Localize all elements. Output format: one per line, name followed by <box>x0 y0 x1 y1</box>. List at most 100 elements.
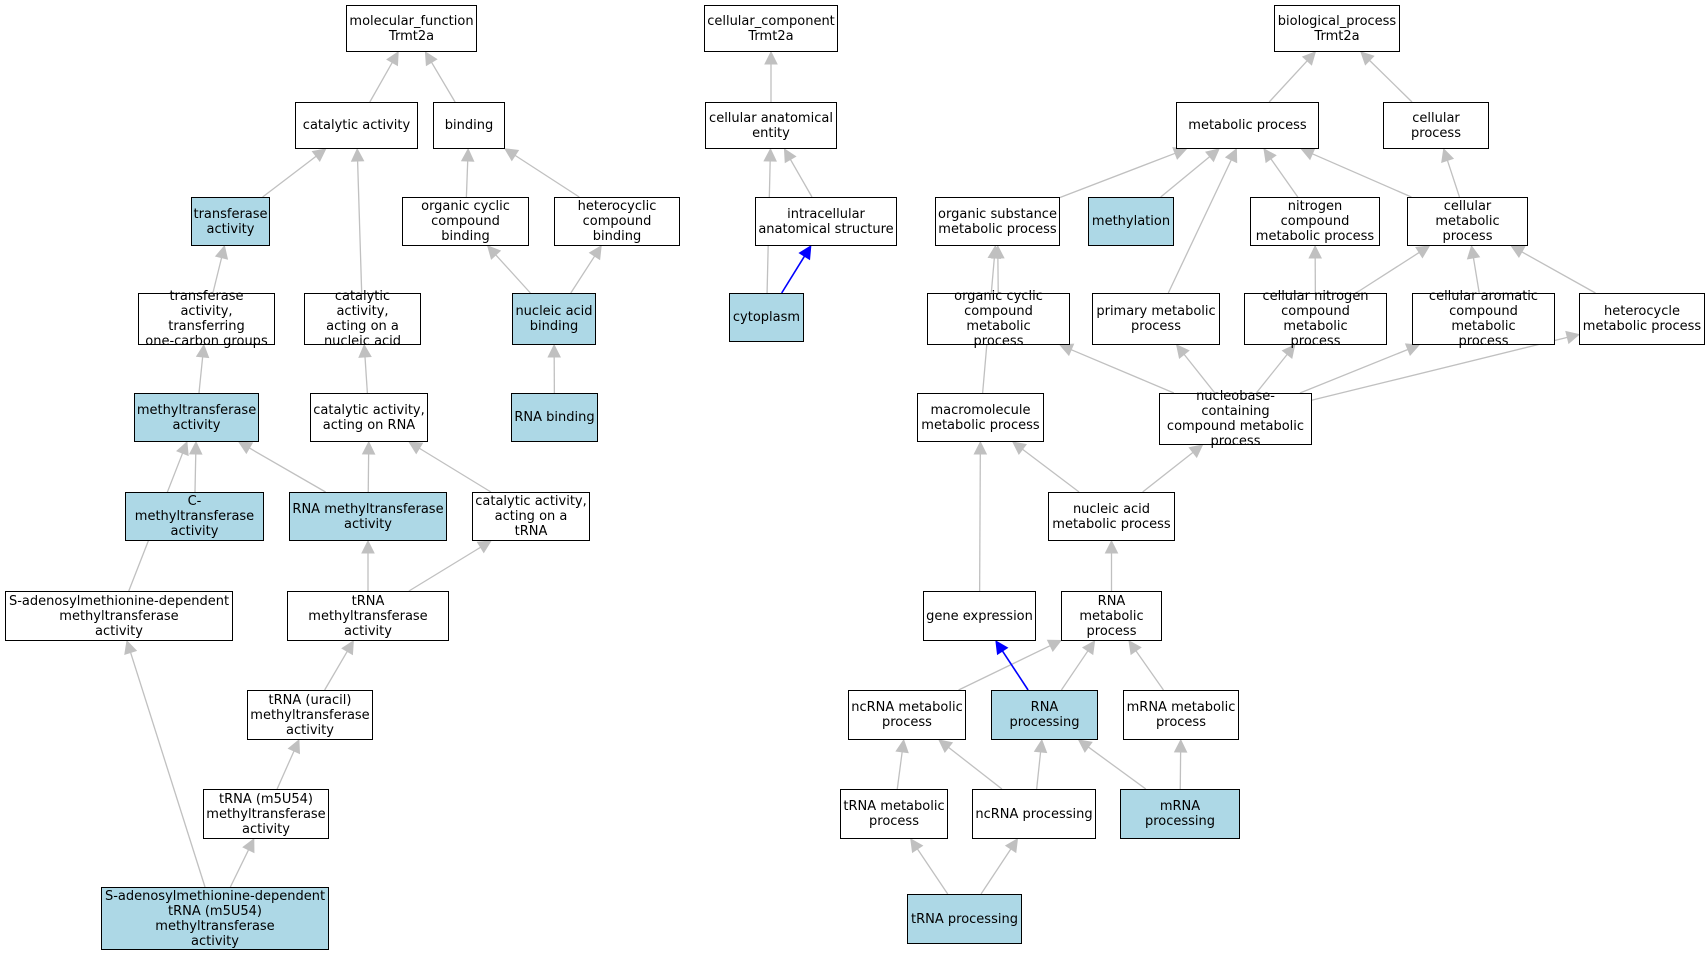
edge-line <box>418 447 492 493</box>
edge-line <box>1521 251 1596 294</box>
go-term-node-nucleic-acid-binding[interactable]: nucleic acid binding <box>512 293 596 345</box>
go-term-node-mrna-metabolic-process[interactable]: mRNA metabolic process <box>1123 690 1239 740</box>
edge-rnaproc-to-ge <box>995 640 1029 691</box>
go-term-node-methylation[interactable]: methylation <box>1088 197 1174 246</box>
edge-arrowhead <box>895 738 909 754</box>
go-term-node-macromolecule-metabolic-process[interactable]: macromolecule metabolic process <box>917 393 1044 442</box>
go-term-node-rna-methyltransferase-activity[interactable]: RNA methyltransferase activity <box>289 492 447 541</box>
edge-cmp-to-cp <box>1441 147 1461 198</box>
go-term-node-trna-metabolic-process[interactable]: tRNA metabolic process <box>840 789 948 839</box>
edge-line <box>1369 59 1413 103</box>
go-term-node-cellular-process[interactable]: cellular process <box>1383 102 1489 149</box>
edge-line <box>514 154 580 198</box>
go-term-node-catalytic-activity-acting-on-a-nucleic-acid[interactable]: catalytic activity, acting on a nucleic … <box>304 289 421 349</box>
edge-arrowhead <box>1081 640 1096 656</box>
edge-arrowhead <box>1004 838 1019 854</box>
go-term-node-trna-methyltransferase-activity[interactable]: tRNA methyltransferase activity <box>287 591 449 641</box>
go-term-node-biological-process-trmt2a[interactable]: biological_process Trmt2a <box>1274 5 1400 52</box>
go-term-node-primary-metabolic-process[interactable]: primary metabolic process <box>1092 293 1220 345</box>
edge-cmt-to-mta <box>188 440 203 493</box>
edge-bind-to-mf <box>424 51 456 103</box>
edge-line <box>495 254 531 294</box>
edge-arrowhead <box>358 343 372 358</box>
go-term-node-binding[interactable]: binding <box>433 102 505 149</box>
go-term-node-cellular-aromatic-compound-metabolic-process[interactable]: cellular aromatic compound metabolic pro… <box>1412 289 1555 349</box>
edge-arrowhead <box>1224 147 1238 164</box>
edge-line <box>1088 746 1147 790</box>
edge-line <box>1001 650 1029 691</box>
go-term-node-catalytic-activity-acting-on-rna[interactable]: catalytic activity, acting on RNA <box>310 393 428 442</box>
edge-mrnaproc-to-rnaproc <box>1077 739 1147 790</box>
go-term-node-catalytic-activity[interactable]: catalytic activity <box>295 102 418 149</box>
go-term-node-ncrna-metabolic-process[interactable]: ncRNA metabolic process <box>848 690 966 740</box>
go-term-node-heterocyclic-compound-binding[interactable]: heterocyclic compound binding <box>554 197 680 246</box>
edge-arrowhead <box>938 739 954 754</box>
go-term-node-c-methyltransferase-activity[interactable]: C-methyltransferase activity <box>125 492 264 541</box>
edge-arrowhead <box>424 51 438 67</box>
go-term-node-rna-binding[interactable]: RNA binding <box>511 393 598 442</box>
go-term-node-trna-processing[interactable]: tRNA processing <box>907 894 1022 944</box>
edge-line <box>229 849 250 888</box>
edge-arrowhead <box>1128 640 1142 656</box>
edge-cacmp-to-cmp <box>1466 244 1481 294</box>
go-term-node-rna-processing[interactable]: RNA processing <box>991 690 1098 740</box>
go-term-node-heterocycle-metabolic-process[interactable]: heterocycle metabolic process <box>1579 293 1705 345</box>
edge-arrowhead <box>1510 245 1526 259</box>
go-term-node-ncrna-processing[interactable]: ncRNA processing <box>972 789 1096 839</box>
edge-arrowhead <box>1012 441 1027 455</box>
edge-line <box>1142 451 1194 493</box>
go-term-node-rna-metabolic-process[interactable]: RNA metabolic process <box>1061 591 1162 641</box>
go-term-node-nitrogen-compound-metabolic-process[interactable]: nitrogen compound metabolic process <box>1250 197 1380 246</box>
go-term-node-trna-m5u54-methyltransferase-activity[interactable]: tRNA (m5U54) methyltransferase activity <box>203 789 329 839</box>
edge-trnaproc-to-trnamp <box>910 838 949 895</box>
edge-arrowhead <box>237 441 254 455</box>
edge-line <box>1268 60 1308 103</box>
edge-line <box>194 453 197 493</box>
go-term-node-intracellular-anatomical-structure[interactable]: intracellular anatomical structure <box>755 197 897 246</box>
go-term-node-metabolic-process[interactable]: metabolic process <box>1176 102 1319 149</box>
edge-line <box>276 750 295 790</box>
edge-line <box>408 546 481 592</box>
edge-catrna-to-carna <box>408 441 492 493</box>
edge-arrowhead <box>783 148 797 164</box>
go-term-node-cellular-nitrogen-compound-metabolic-process[interactable]: cellular nitrogen compound metabolic pro… <box>1244 289 1387 349</box>
edge-samm5u-to-samdep <box>124 639 206 888</box>
go-term-node-catalytic-activity-acting-on-a-trna[interactable]: catalytic activity, acting on a tRNA <box>472 492 590 541</box>
go-term-node-s-adenosylmethionine-dependent-methyltransferase-activity[interactable]: S-adenosylmethionine-dependent methyltra… <box>5 591 233 641</box>
go-term-node-trna-uracil-methyltransferase-activity[interactable]: tRNA (uracil) methyltransferase activity <box>247 690 373 740</box>
go-term-node-cellular-anatomical-entity[interactable]: cellular anatomical entity <box>705 102 837 149</box>
edge-meth-to-mp <box>1160 148 1220 198</box>
edge-nab-to-ocb <box>486 245 531 294</box>
go-term-node-organic-substance-metabolic-process[interactable]: organic substance metabolic process <box>935 197 1060 246</box>
go-term-node-methyltransferase-activity[interactable]: methyltransferase activity <box>134 393 259 442</box>
go-term-node-transferase-activity-transferring-one-carbon-groups[interactable]: transferase activity, transferring one-c… <box>138 289 275 349</box>
go-term-node-cellular-metabolic-process[interactable]: cellular metabolic process <box>1407 197 1528 246</box>
go-term-node-organic-cyclic-compound-metabolic-process[interactable]: organic cyclic compound metabolic proces… <box>927 289 1070 349</box>
edge-rnamp-to-namp <box>1104 539 1119 591</box>
edge-cp-to-bp <box>1360 51 1413 103</box>
edge-line <box>249 447 326 493</box>
edge-arrowhead <box>486 245 502 260</box>
go-term-node-transferase-activity[interactable]: transferase activity <box>191 197 270 246</box>
edge-arrowhead <box>476 540 492 554</box>
edge-arrowhead <box>547 343 562 358</box>
go-term-node-nucleic-acid-metabolic-process[interactable]: nucleic acid metabolic process <box>1048 492 1175 541</box>
edge-arrowhead <box>176 440 189 457</box>
edge-line <box>324 651 348 691</box>
go-term-node-organic-cyclic-compound-binding[interactable]: organic cyclic compound binding <box>402 197 529 246</box>
edge-trnamt-to-rnamt <box>361 539 375 591</box>
edge-arrowhead <box>408 441 424 455</box>
go-term-node-nucleobase-containing-compound-metabolic-process[interactable]: nucleobase-containing compound metabolic… <box>1159 389 1312 449</box>
edge-arrowhead <box>910 838 924 854</box>
go-term-node-cellular-component-trmt2a[interactable]: cellular_component Trmt2a <box>704 5 838 52</box>
go-term-node-molecular-function-trmt2a[interactable]: molecular_function Trmt2a <box>346 5 477 52</box>
edge-rnab-to-nab <box>547 343 562 394</box>
go-term-node-cytoplasm[interactable]: cytoplasm <box>729 293 804 342</box>
go-term-node-gene-expression[interactable]: gene expression <box>923 591 1036 641</box>
go-term-node-mrna-processing[interactable]: mRNA processing <box>1120 789 1240 839</box>
edge-arrowhead <box>504 148 520 162</box>
edge-arrowhead <box>242 837 255 854</box>
edge-arrowhead <box>1301 51 1317 66</box>
go-term-node-s-adenosylmethionine-dependent-trna-m5u54-methyltransferase-activity[interactable]: S-adenosylmethionine-dependent tRNA (m5U… <box>101 887 329 950</box>
edge-line <box>1472 257 1480 294</box>
